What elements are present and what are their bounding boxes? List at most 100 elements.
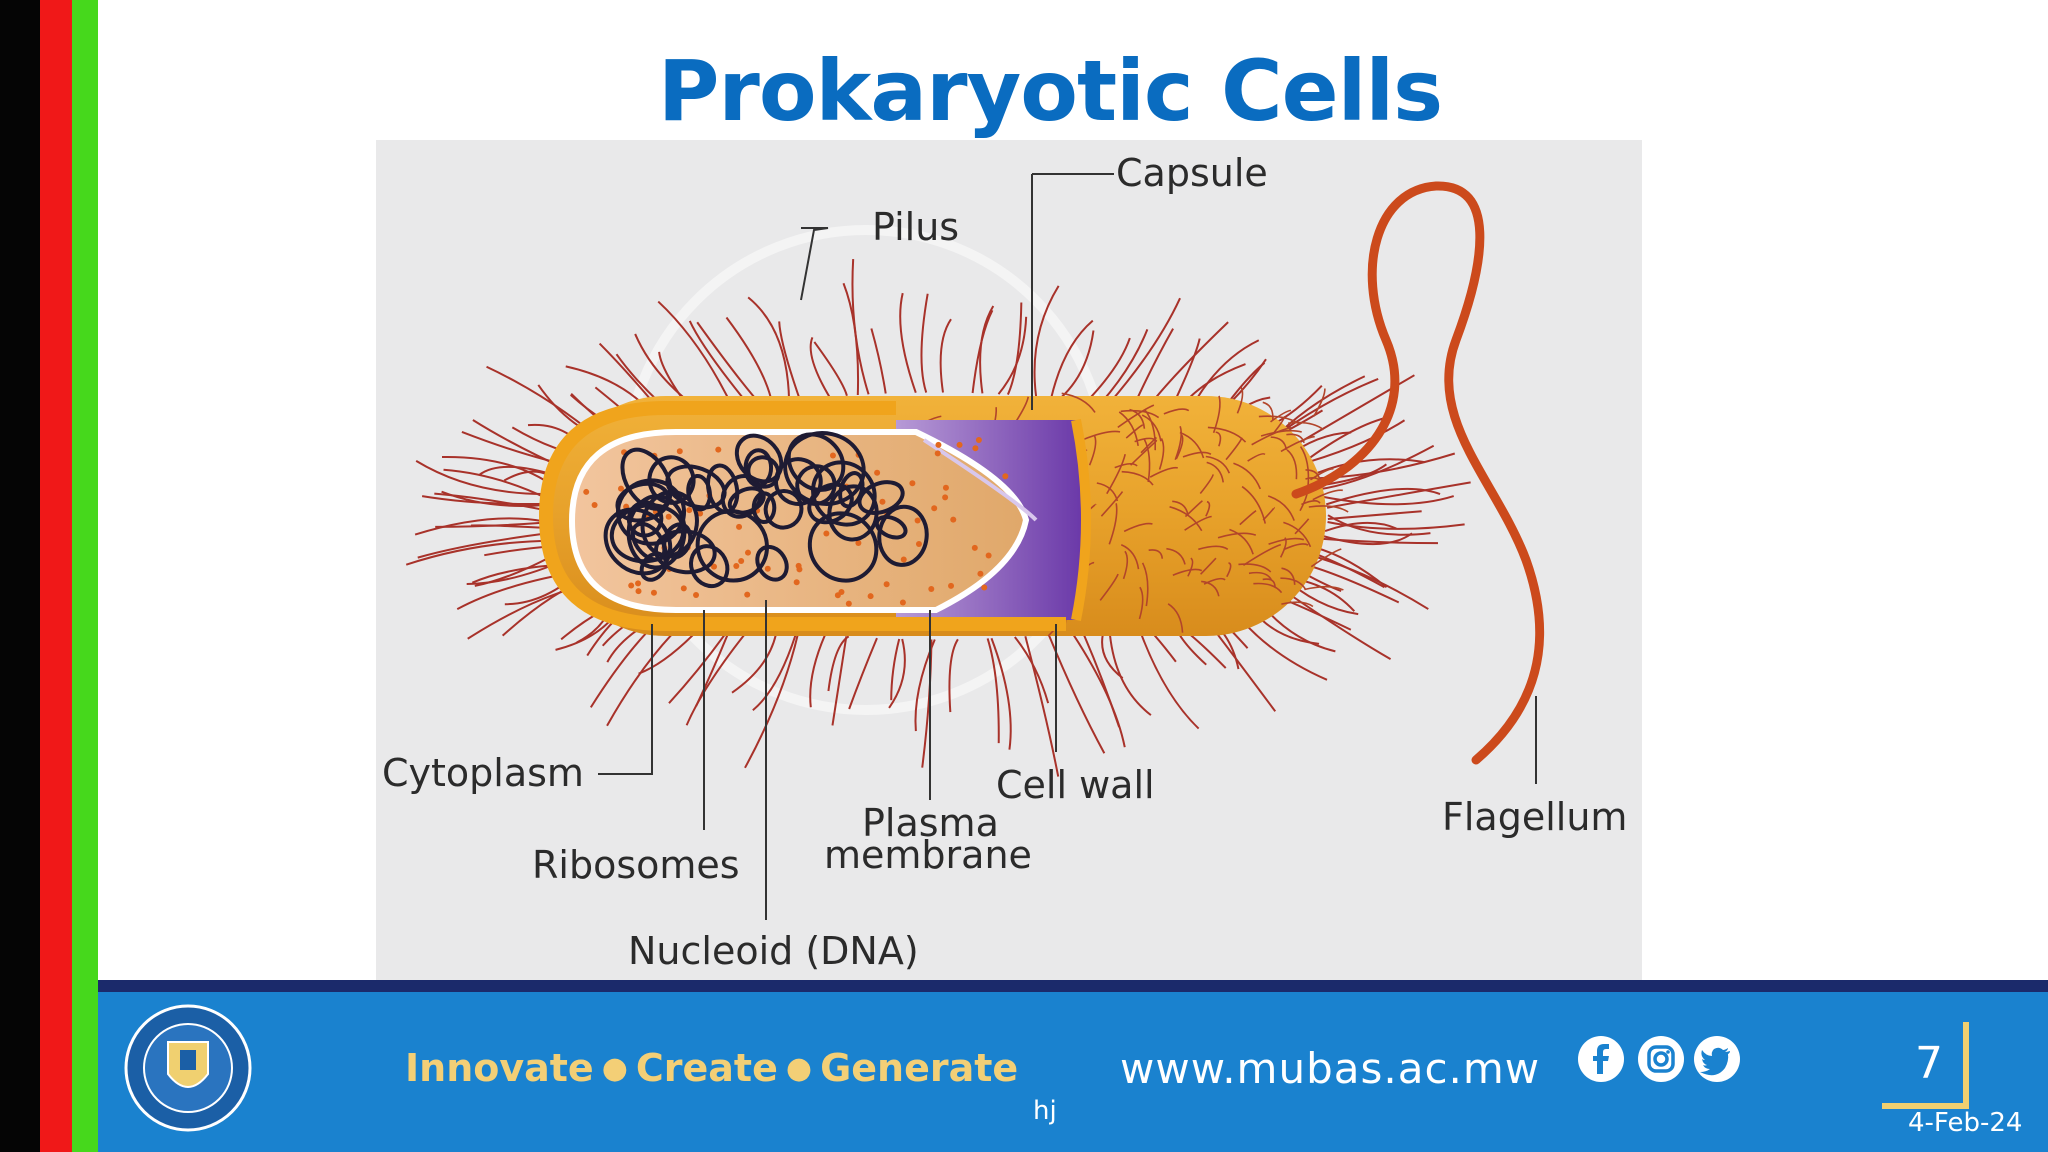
- pilus-hair: [685, 624, 753, 726]
- capsule-fiber: [1174, 426, 1182, 461]
- capsule-fiber: [1143, 438, 1151, 483]
- capsule-fiber: [1179, 431, 1205, 459]
- capsule-fiber: [1236, 386, 1244, 414]
- university-logo: [124, 1004, 252, 1132]
- capsule-fiber: [1238, 563, 1272, 573]
- capsule-fiber: [1270, 409, 1292, 423]
- capsule-fiber: [1108, 503, 1118, 545]
- label-nucleoid: Nucleoid (DNA): [628, 929, 919, 973]
- ribosome-dot: [736, 523, 743, 530]
- ribosome-dot: [697, 510, 704, 517]
- footer-note: hj: [1033, 1096, 1057, 1126]
- capsule-fiber: [1299, 446, 1310, 488]
- pilus-hair: [1085, 337, 1131, 403]
- pilus-hair: [696, 321, 763, 407]
- instagram-icon[interactable]: [1638, 1036, 1684, 1082]
- pilus-hair: [986, 638, 1000, 744]
- ribosome-dot: [948, 582, 955, 589]
- capsule-fiber: [1117, 404, 1155, 429]
- pilus-hair: [920, 293, 929, 393]
- pilus-hair: [1327, 521, 1465, 530]
- dna-loop: [763, 489, 804, 530]
- capsule-fiber: [1262, 578, 1276, 588]
- pilus-hair: [415, 460, 551, 495]
- page-number-frame: [1880, 1020, 1970, 1110]
- capsule-fiber: [1281, 601, 1314, 608]
- twitter-icon[interactable]: [1694, 1036, 1740, 1082]
- ribosome-dot: [793, 579, 800, 586]
- ribosome-dot: [935, 441, 942, 448]
- dna-loop: [857, 480, 905, 515]
- ribosome-dot: [975, 437, 982, 444]
- ribosome-dot: [744, 591, 751, 598]
- capsule-fiber: [1268, 537, 1305, 545]
- pilus-hair: [417, 532, 548, 559]
- pilus-hair: [405, 539, 552, 566]
- label-plasma-membrane-2: membrane: [824, 833, 1032, 877]
- label-flagellum: Flagellum: [1442, 795, 1627, 839]
- capsule-fiber: [1125, 424, 1144, 439]
- ribosome-dot: [914, 517, 921, 524]
- ribosome-dot: [985, 552, 992, 559]
- ribosome-dot: [879, 498, 886, 505]
- capsule-fiber: [1123, 522, 1153, 533]
- ribosome-dot: [764, 565, 771, 572]
- capsule-fiber: [1148, 549, 1164, 559]
- dna-loop: [786, 432, 846, 492]
- capsule-fiber: [1198, 545, 1229, 551]
- pilus-hair: [851, 258, 870, 395]
- capsule-fiber: [1225, 437, 1243, 461]
- dna-loop: [773, 457, 823, 506]
- pilus-hair: [809, 336, 831, 398]
- slide-title: Prokaryotic Cells: [657, 42, 1443, 140]
- pilus-hair: [752, 631, 798, 712]
- capsule-fiber: [1167, 603, 1184, 633]
- capsule-fiber: [1226, 562, 1232, 578]
- ribosome-dot: [972, 445, 979, 452]
- capsule-fiber: [1163, 408, 1190, 415]
- capsule-fiber: [1260, 429, 1302, 437]
- footer-divider: [98, 980, 2048, 992]
- ribosome-dot: [971, 544, 978, 551]
- pilus-hair: [990, 637, 1012, 750]
- ribosome-dot: [981, 584, 988, 591]
- capsule-fiber: [1262, 401, 1274, 420]
- ribosome-dot: [845, 600, 852, 607]
- pilus-hair: [1324, 521, 1397, 533]
- capsule-fiber: [1286, 433, 1305, 444]
- capsule-fiber: [1313, 388, 1326, 417]
- side-stripe-black: [0, 0, 40, 1152]
- ribosome-dot: [956, 441, 963, 448]
- capsule-fiber: [1182, 451, 1212, 458]
- dna-loop: [838, 471, 865, 509]
- ribosome-dot: [838, 588, 845, 595]
- dna-loop: [755, 544, 789, 582]
- pilus-hair: [899, 292, 917, 393]
- capsule-fiber: [1099, 573, 1119, 601]
- ribosome-dot: [942, 484, 949, 491]
- ribosome-dot: [744, 549, 751, 556]
- pilus-hair: [948, 638, 959, 713]
- ribosome-dot: [710, 563, 717, 570]
- ribosome-dot: [686, 507, 693, 514]
- slogan-innovate: Innovate: [405, 1046, 594, 1090]
- ribosome-dot: [855, 540, 862, 547]
- label-pilus: Pilus: [872, 205, 959, 249]
- label-ribosomes: Ribosomes: [532, 843, 740, 887]
- capsule-fiber: [1061, 392, 1096, 413]
- ribosome-dot: [680, 585, 687, 592]
- label-cytoplasm: Cytoplasm: [382, 751, 584, 795]
- ribosome-dot: [583, 488, 590, 495]
- capsule-fiber: [1141, 414, 1162, 442]
- pilus-hair: [1107, 297, 1181, 406]
- ribosome-dot: [665, 513, 672, 520]
- pilus-hair: [1326, 481, 1471, 509]
- pilus-hair: [1047, 633, 1106, 754]
- ribosome-dot: [715, 446, 722, 453]
- facebook-icon[interactable]: [1578, 1036, 1624, 1082]
- capsule-fiber: [1270, 436, 1288, 451]
- capsule-fiber: [1118, 411, 1139, 447]
- pilus-hair: [1308, 553, 1429, 610]
- pilus-hair: [1327, 510, 1422, 521]
- website-link[interactable]: www.mubas.ac.mw: [1120, 1044, 1541, 1093]
